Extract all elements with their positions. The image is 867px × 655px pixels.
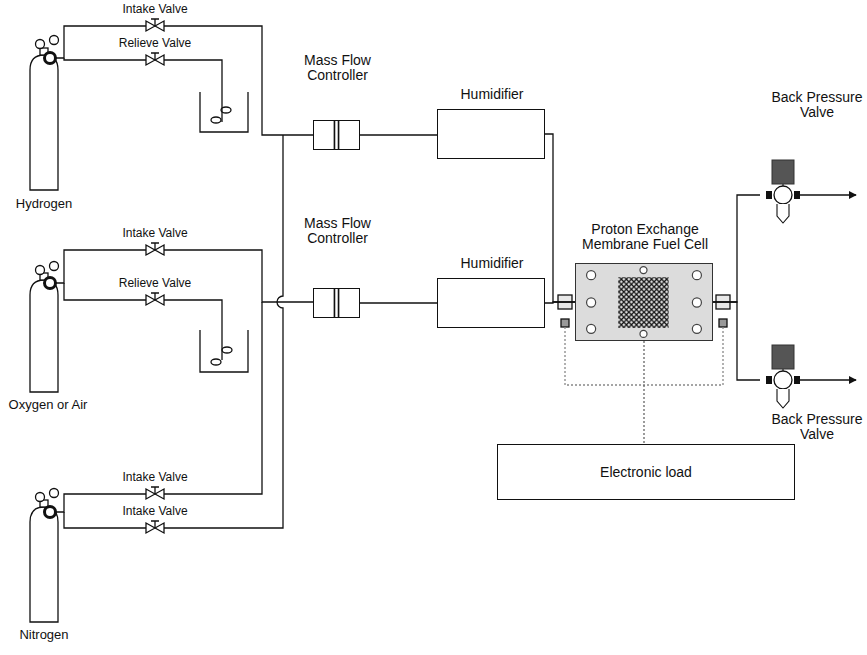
bpv-symbol xyxy=(760,345,806,409)
pipe-connector xyxy=(360,302,437,303)
pipe-connector xyxy=(643,341,644,444)
component-label: Humidifier xyxy=(437,256,547,271)
mfc-symbol xyxy=(314,289,359,317)
mass-flow-controller: Mass Flow Controller xyxy=(313,288,360,318)
pipe-connector xyxy=(545,134,575,302)
gas-name: Nitrogen xyxy=(19,627,68,642)
valve-label: Intake Valve xyxy=(122,2,187,16)
valve-label: Intake Valve xyxy=(122,504,187,518)
component-label: Back Pressure Valve xyxy=(771,412,863,442)
valve-label: Intake Valve xyxy=(122,226,187,240)
valve-label: Intake Valve xyxy=(122,470,187,484)
component-label: Mass Flow Controller xyxy=(292,53,384,83)
component-label: Proton Exchange Membrane Fuel Cell xyxy=(575,222,715,252)
humidifier-box: Humidifier xyxy=(437,109,545,159)
back-pressure-valve: Back Pressure Valve xyxy=(760,345,806,409)
box-text: Electronic load xyxy=(498,445,794,499)
humidifier-box: Humidifier xyxy=(437,278,545,328)
fc-symbol xyxy=(576,264,712,340)
valve-label: Relieve Valve xyxy=(119,36,191,50)
mfc-symbol xyxy=(314,121,359,149)
fuel-cell: Proton Exchange Membrane Fuel Cell xyxy=(575,263,713,341)
electronic-load-box: Electronic load xyxy=(497,444,795,500)
valve-label: Relieve Valve xyxy=(119,276,191,290)
component-label: Mass Flow Controller xyxy=(292,216,384,246)
back-pressure-valve: Back Pressure Valve xyxy=(760,160,806,224)
bpv-symbol xyxy=(760,160,806,224)
gas-name: Oxygen or Air xyxy=(9,397,88,412)
pipe-connector xyxy=(360,134,437,135)
gas-name: Hydrogen xyxy=(16,196,72,211)
mass-flow-controller: Mass Flow Controller xyxy=(313,120,360,150)
pipe-connector xyxy=(713,302,760,380)
component-label: Humidifier xyxy=(437,87,547,102)
component-label: Back Pressure Valve xyxy=(771,90,863,120)
pipe-connector xyxy=(713,195,760,302)
pipe-connector xyxy=(545,302,575,303)
